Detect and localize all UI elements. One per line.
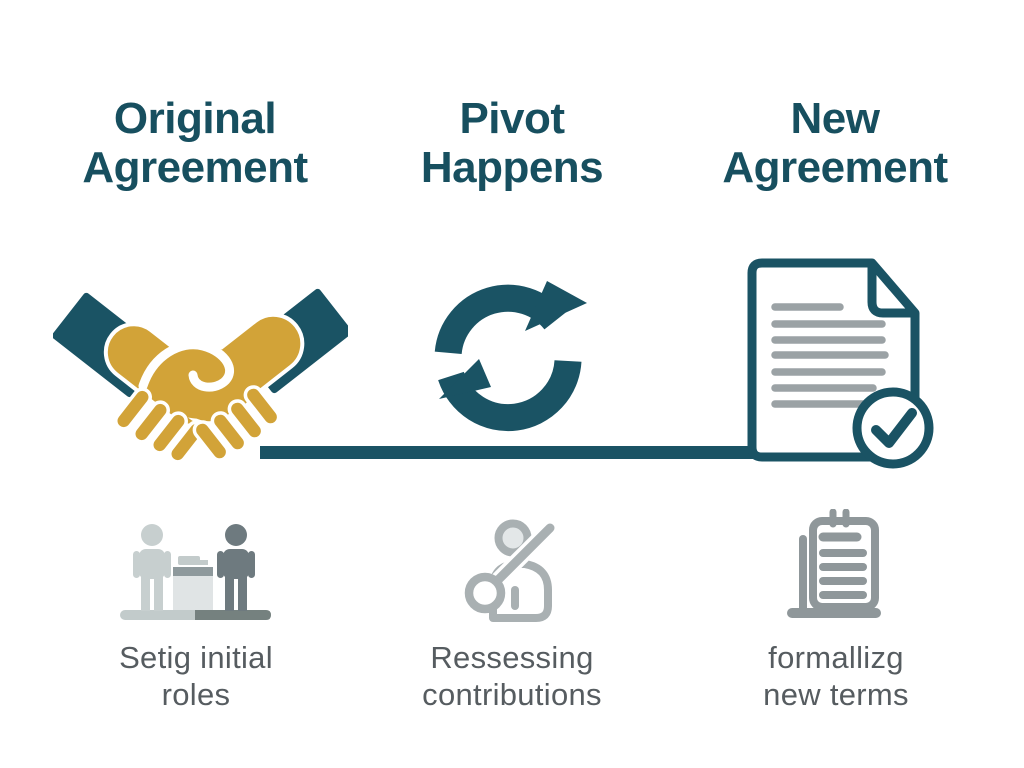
caption-line: roles bbox=[161, 677, 231, 712]
title-line: Pivot bbox=[459, 94, 565, 143]
cycle-arrows-icon bbox=[434, 281, 587, 432]
caption-reassessing-contributions: Ressessing contributions bbox=[352, 639, 672, 713]
document-folded-corner bbox=[867, 263, 915, 318]
handshake-hands bbox=[103, 312, 305, 464]
person-head bbox=[494, 519, 532, 557]
negotiating-people-icon bbox=[120, 524, 271, 620]
check-circle bbox=[852, 387, 934, 469]
title-line: New bbox=[790, 94, 880, 143]
caption-line: Ressessing bbox=[430, 640, 594, 675]
clipboard-binding bbox=[829, 509, 850, 528]
timeline-connector-line bbox=[260, 446, 762, 459]
check-mark-icon bbox=[871, 408, 917, 448]
title-pivot-happens: Pivot Happens bbox=[352, 94, 672, 192]
title-line: Happens bbox=[420, 143, 604, 192]
magnifier-handle bbox=[490, 523, 555, 588]
caption-line: new terms bbox=[763, 677, 909, 712]
caption-setting-roles: Setig initial roles bbox=[36, 639, 356, 713]
clipboard-base bbox=[787, 608, 881, 618]
caption-formalizing-terms: formallizg new terms bbox=[676, 639, 996, 713]
handshake-icon bbox=[53, 285, 348, 464]
title-new-agreement: New Agreement bbox=[675, 94, 995, 192]
person-left bbox=[133, 524, 171, 611]
document-text-lines bbox=[771, 303, 889, 408]
title-line: Agreement bbox=[722, 143, 948, 192]
caption-line: contributions bbox=[422, 677, 602, 712]
person-magnifier-icon bbox=[464, 519, 558, 622]
cycle-arrowhead-bottom bbox=[439, 359, 491, 399]
caption-line: formallizg bbox=[768, 640, 904, 675]
document-check-icon bbox=[747, 258, 934, 469]
magnifier-lens bbox=[464, 572, 506, 614]
title-line: Original bbox=[113, 94, 277, 143]
clipboard-text-lines bbox=[818, 532, 867, 599]
podium-box bbox=[173, 556, 213, 610]
cycle-arrowhead-top bbox=[525, 281, 587, 331]
title-line: Agreement bbox=[82, 143, 308, 192]
caption-line: Setig initial bbox=[119, 640, 273, 675]
title-original-agreement: Original Agreement bbox=[35, 94, 355, 192]
clipboard-icon bbox=[787, 509, 881, 618]
person-right bbox=[217, 524, 255, 611]
